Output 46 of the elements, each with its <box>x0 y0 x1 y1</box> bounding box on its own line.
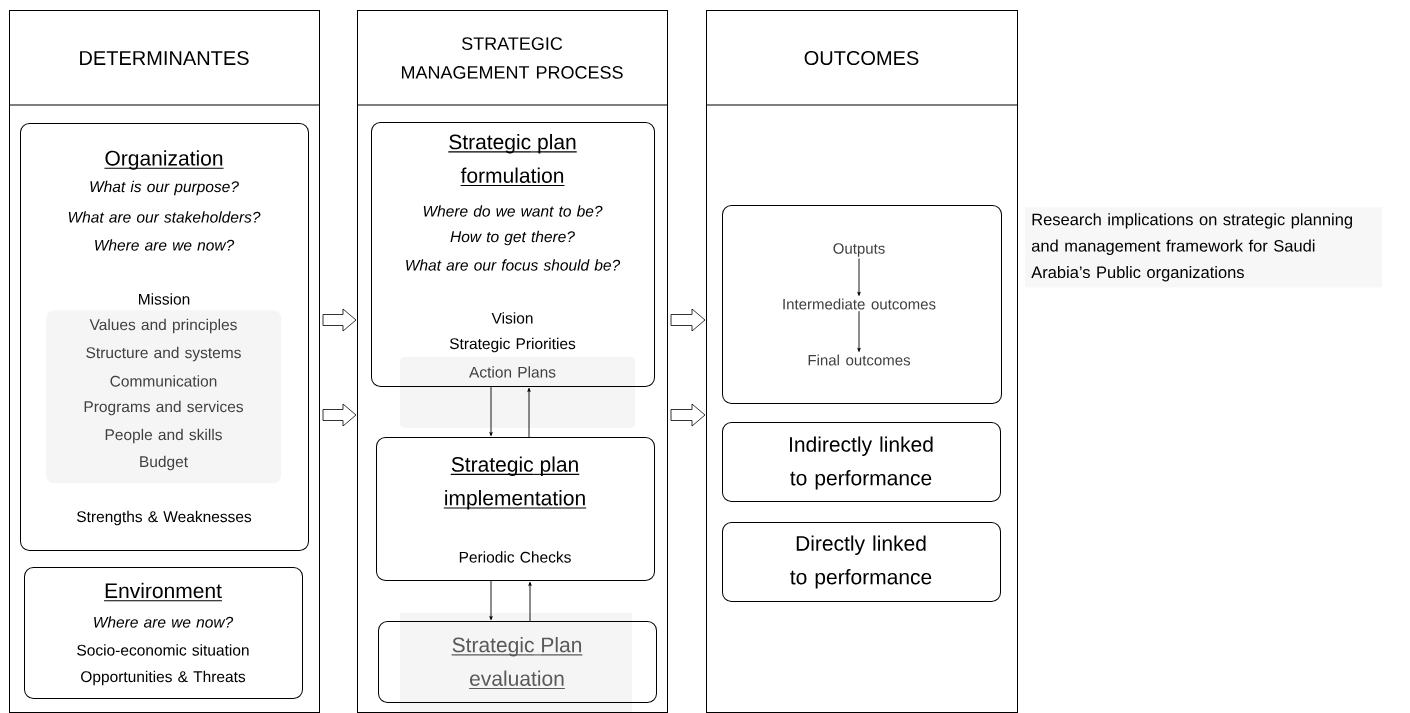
item-text: Strategic Priorities <box>449 337 576 353</box>
question-text: Where do we want to be? <box>423 205 603 217</box>
block-arrow <box>670 308 706 332</box>
list-item: People and skills <box>105 428 222 444</box>
arrow <box>489 386 493 437</box>
question-text: How to get there? <box>450 230 575 246</box>
list-item: Structure and systems <box>86 346 241 362</box>
stage-label: Intermediate outcomes <box>783 298 936 310</box>
column-heading: OUTCOMES <box>804 50 919 66</box>
item-text: Action Plans <box>469 366 556 378</box>
block-arrow <box>322 403 357 427</box>
box-heading: Strategic Plan evaluation <box>451 636 583 690</box>
item-text: Mission <box>139 293 190 305</box>
arrow <box>528 581 532 622</box>
question-text: What are our focus should be? <box>406 259 621 271</box>
question-text: What is our purpose? <box>90 180 239 196</box>
box-heading: Organization <box>103 150 225 170</box>
arrow <box>857 258 861 296</box>
outcome-text: Indirectly linked to performance <box>790 436 933 490</box>
item-text: Socio-economic situation <box>77 644 249 656</box>
block-arrow <box>322 308 357 332</box>
arrow <box>489 580 493 621</box>
column-heading: STRATEGIC MANAGEMENT PROCESS <box>401 37 623 79</box>
arrow <box>857 310 861 352</box>
question-text: What are our stakeholders? <box>68 211 261 223</box>
list-item: Programs and services <box>84 400 243 416</box>
rounded-box <box>722 205 1002 404</box>
question-text: Where are we now? <box>95 239 235 251</box>
box-heading: Strategic plan implementation <box>443 456 587 510</box>
list-item: Communication <box>110 375 217 387</box>
item-text: Strengths & Weaknesses <box>77 510 252 526</box>
stage-label: Final outcomes <box>808 354 911 366</box>
column-heading: DETERMINANTES <box>80 50 249 66</box>
list-item: Budget <box>140 455 188 471</box>
note-text: Research implications on strategic planning and management framework for Saudi Arabia’s Public organizations <box>1025 207 1383 288</box>
item-text: Vision <box>491 312 533 324</box>
list-item: Values and principles <box>89 318 237 334</box>
outcome-text: Directly linked to performance <box>790 535 932 589</box>
question-text: Where are we now? <box>94 616 234 628</box>
box-heading: Strategic plan formulation <box>447 133 578 187</box>
item-text: Periodic Checks <box>459 551 571 563</box>
box-heading: Environment <box>103 582 223 602</box>
item-text: Opportunities & Threats <box>81 670 246 686</box>
arrow <box>527 387 531 438</box>
stage-label: Outputs <box>833 243 885 257</box>
block-arrow <box>670 403 706 427</box>
